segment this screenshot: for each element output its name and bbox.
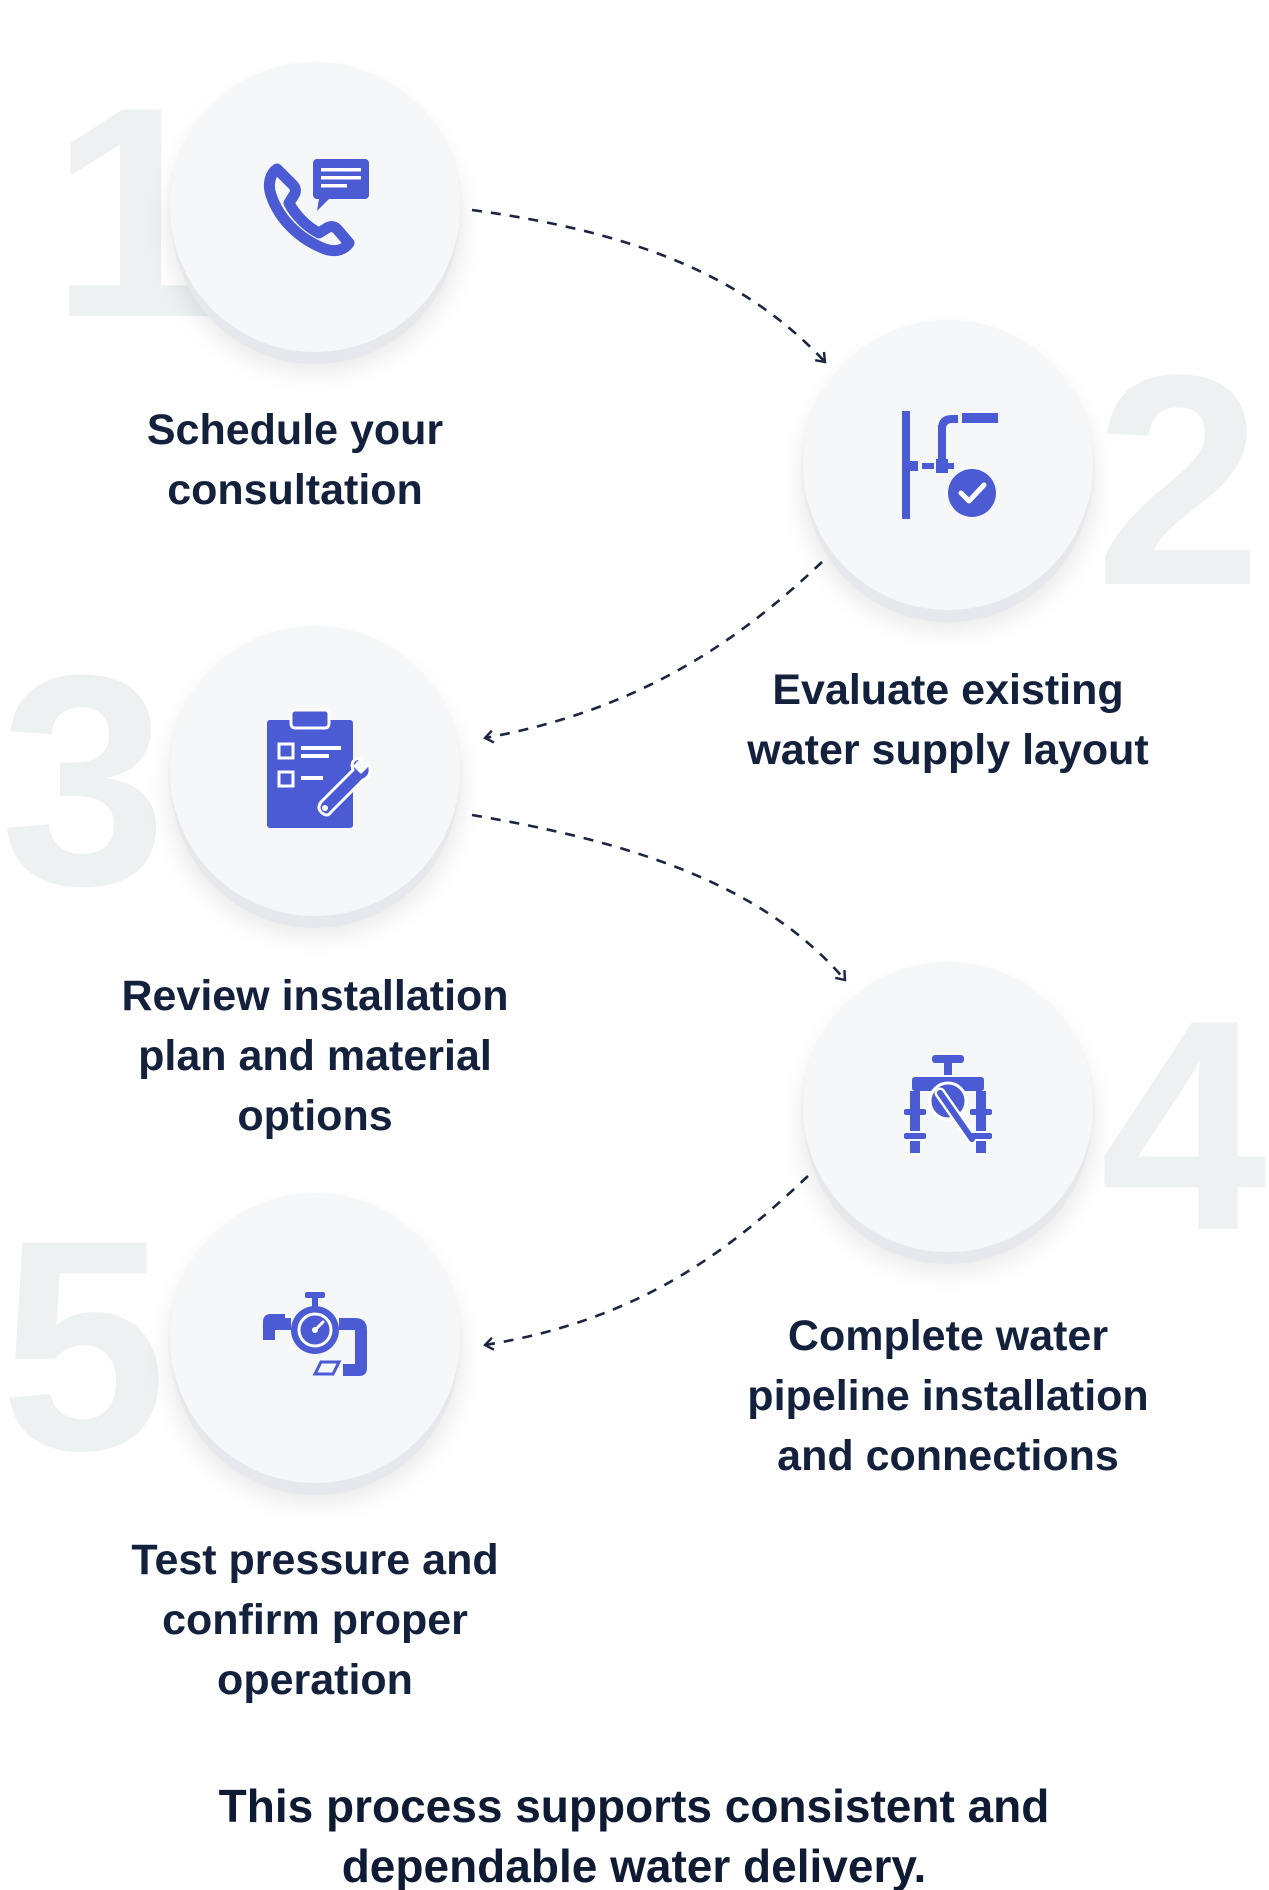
step-3-label-line: Review installation <box>121 972 509 1020</box>
step-1-label-line: consultation <box>167 466 423 514</box>
step-5-label-line: Test pressure and <box>131 1536 499 1584</box>
step-4-number: 4 <box>1100 957 1267 1293</box>
footer-statement: This process supports consistent and dep… <box>134 1776 1134 1890</box>
step-2-label-line: Evaluate existing <box>772 666 1124 714</box>
phone-chat-icon <box>263 159 369 257</box>
step-3-label: Review installation plan and material op… <box>85 966 545 1146</box>
step-1-label: Schedule your consultation <box>65 400 525 520</box>
step-2-number: 2 <box>1095 312 1262 648</box>
connector-3-to-4 <box>471 813 847 982</box>
step-4-circle <box>803 962 1093 1252</box>
connector-1-to-2 <box>471 208 827 364</box>
step-4-label-line: Complete water <box>787 1312 1109 1360</box>
step-1-circle <box>170 62 460 352</box>
step-3-circle <box>170 626 460 916</box>
step-2-label: Evaluate existing water supply layout <box>718 660 1178 780</box>
step-1-label-line: Schedule your <box>146 406 444 454</box>
step-3-label-line: plan and material <box>138 1032 492 1080</box>
step-5-circle <box>170 1193 460 1483</box>
footer-line: This process supports consistent and <box>218 1780 1050 1832</box>
step-5-label: Test pressure and confirm proper operati… <box>85 1530 545 1710</box>
step-2-label-line: water supply layout <box>747 726 1149 774</box>
step-5-label-line: operation <box>217 1656 413 1704</box>
step-4-label: Complete water pipeline installation and… <box>718 1306 1178 1486</box>
step-5-label-line: confirm proper <box>162 1596 468 1644</box>
clipboard-wrench-icon <box>267 708 372 828</box>
step-4-label-line: pipeline installation <box>747 1372 1149 1420</box>
step-3-number: 3 <box>0 612 167 948</box>
valve-wrench-icon <box>904 1055 992 1153</box>
step-4-label-line: and connections <box>777 1432 1119 1480</box>
pressure-gauge-icon <box>263 1292 367 1376</box>
step-5-number: 5 <box>0 1177 167 1513</box>
step-3-label-line: options <box>237 1092 393 1140</box>
pipe-check-icon <box>902 411 998 519</box>
footer-line: dependable water delivery. <box>341 1840 927 1890</box>
step-2-circle <box>803 320 1093 610</box>
